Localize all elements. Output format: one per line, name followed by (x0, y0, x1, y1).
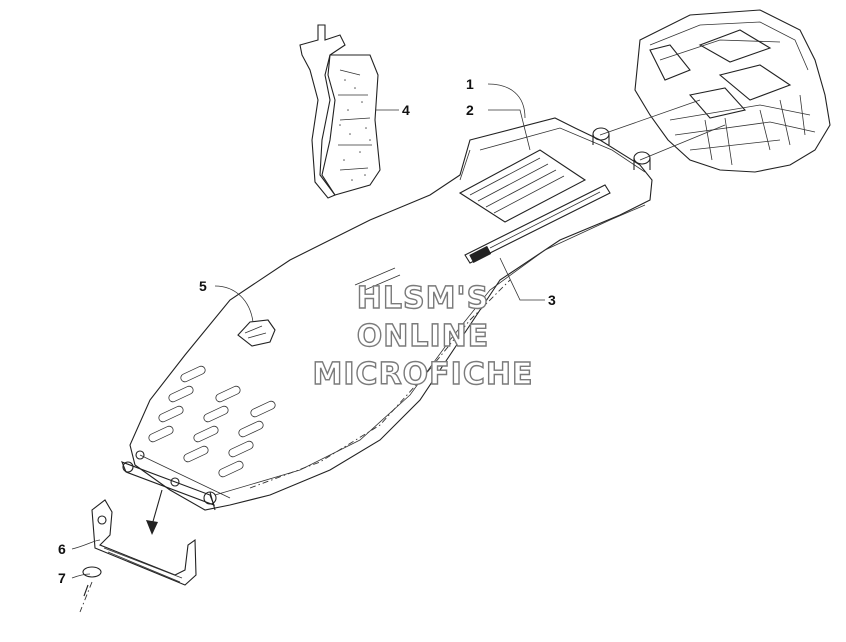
decal-label (458, 149, 587, 223)
sealant-pad (237, 319, 276, 347)
callout-6: 6 (58, 541, 66, 557)
callout-1: 1 (466, 76, 474, 92)
vent-slots (148, 365, 276, 478)
watermark: HLSM'S ONLINE MICROFICHE (312, 280, 534, 392)
skid-plate (121, 117, 653, 511)
mount-stud (633, 151, 651, 170)
watermark-line-1: HLSM'S (357, 281, 489, 316)
callout-4: 4 (402, 102, 410, 118)
callout-7: 7 (58, 570, 66, 586)
engine-block-illustration (634, 9, 831, 173)
alignment-lines (599, 99, 726, 161)
install-arrow (146, 489, 163, 535)
washer-bolt (79, 566, 102, 613)
foam-insert (299, 24, 381, 199)
hinge-bar (121, 450, 217, 511)
brand-decal (464, 184, 611, 264)
watermark-line-3: MICROFICHE (313, 357, 534, 392)
mount-stud (592, 127, 610, 145)
callout-3: 3 (548, 292, 556, 308)
callout-2: 2 (466, 102, 474, 118)
callout-leaders (71, 83, 545, 579)
mounting-bracket (91, 499, 197, 586)
callout-5: 5 (199, 278, 207, 294)
watermark-line-2: ONLINE (357, 319, 490, 354)
